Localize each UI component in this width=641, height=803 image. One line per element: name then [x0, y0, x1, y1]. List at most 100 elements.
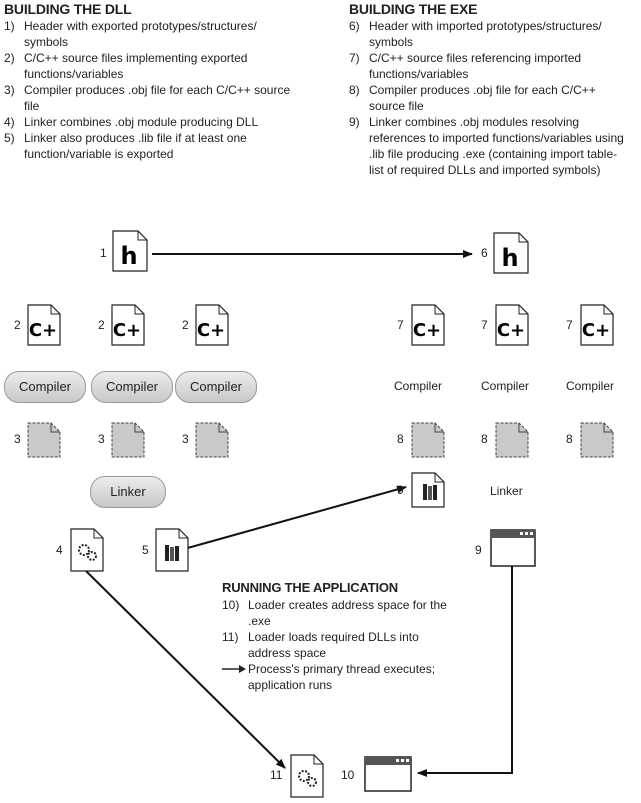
step-number: 6)	[349, 19, 360, 33]
arrow-lib-to-linker	[183, 485, 407, 550]
header-glyph: h	[120, 242, 137, 270]
lib-file-icon	[411, 472, 445, 508]
source-glyph: C+	[582, 320, 610, 341]
exe-compiler-2: Compiler	[481, 379, 530, 393]
dll-step-5: 5) Linker also produces .lib file if at l…	[4, 130, 304, 162]
exe-compiler-3: Compiler	[566, 379, 615, 393]
label-3: 3	[182, 432, 189, 446]
source-file-icon: C+	[580, 304, 614, 346]
exe-section-title: BUILDING THE EXE	[349, 1, 478, 17]
arrow-exe-to-process	[417, 566, 513, 777]
step-text: Process's primary thread executes; appli…	[248, 662, 436, 692]
obj-file-icon	[195, 422, 229, 458]
right-arrow-icon	[222, 665, 246, 673]
run-step-10: 10) Loader creates address space for the …	[222, 597, 462, 629]
step-text: Linker combines .obj module producing DL…	[24, 115, 259, 129]
label-9: 9	[475, 543, 482, 557]
obj-file-icon	[495, 422, 529, 458]
label-10: 10	[341, 768, 355, 782]
source-file-icon: C+	[495, 304, 529, 346]
source-glyph: C+	[113, 320, 141, 341]
step-text: Header with exported prototypes/structur…	[24, 19, 257, 49]
step-number: 4)	[4, 115, 15, 129]
exe-compiler-1: Compiler	[394, 379, 443, 393]
label-1: 1	[100, 246, 107, 260]
label-9: 9	[397, 483, 404, 497]
label-4: 4	[56, 543, 63, 557]
exe-step-6: 6) Header with imported prototypes/struct…	[349, 18, 629, 50]
arrow-dll-to-loaded-dll	[85, 570, 286, 769]
step-text: Loader loads required DLLs into address …	[248, 630, 419, 660]
dll-steps: 1) Header with exported prototypes/struct…	[4, 18, 304, 162]
dll-compiler-2: Compiler	[91, 371, 173, 403]
step-text: Linker also produces .lib file if at lea…	[24, 131, 247, 161]
step-text: Compiler produces .obj file for each C/C…	[369, 83, 596, 113]
dll-section-title: BUILDING THE DLL	[4, 1, 132, 17]
dll-compiler-3: Compiler	[175, 371, 257, 403]
source-glyph: C+	[197, 320, 225, 341]
label-7: 7	[566, 318, 573, 332]
label-2: 2	[182, 318, 189, 332]
source-file-icon: C+	[111, 304, 145, 346]
label-8: 8	[566, 432, 573, 446]
step-number: 5)	[4, 131, 15, 145]
step-number: 11)	[222, 630, 239, 644]
label-2: 2	[14, 318, 21, 332]
run-arrow-note: Process's primary thread executes; appli…	[222, 661, 462, 693]
exe-window-icon	[490, 529, 536, 567]
source-glyph: C+	[497, 320, 525, 341]
label-11: 11	[270, 768, 283, 782]
obj-file-icon	[411, 422, 445, 458]
source-file-icon: C+	[27, 304, 61, 346]
exe-step-9: 9) Linker combines .obj modules resolving…	[349, 114, 629, 178]
source-glyph: C+	[413, 320, 441, 341]
dll-linker: Linker	[90, 476, 166, 508]
step-number: 9)	[349, 115, 360, 129]
step-number: 10)	[222, 598, 240, 612]
step-number: 1)	[4, 19, 15, 33]
step-text: Loader creates address space for the .ex…	[248, 598, 447, 628]
run-steps: 10) Loader creates address space for the …	[222, 597, 462, 693]
step-text: Compiler produces .obj file for each C/C…	[24, 83, 291, 113]
source-file-icon: C+	[195, 304, 229, 346]
label-6: 6	[481, 246, 488, 260]
run-step-11: 11) Loader loads required DLLs into addre…	[222, 629, 462, 661]
obj-file-icon	[580, 422, 614, 458]
exe-steps: 6) Header with imported prototypes/struct…	[349, 18, 629, 178]
header-file-icon: h	[493, 232, 529, 274]
label-2: 2	[98, 318, 105, 332]
exe-linker: Linker	[490, 484, 523, 498]
process-window-icon	[364, 756, 412, 792]
dll-step-3: 3)Compiler produces .obj file for each C…	[4, 82, 304, 114]
step-text: C/C++ source files referencing imported …	[369, 51, 582, 81]
source-glyph: C+	[29, 320, 57, 341]
step-text: C/C++ source files implementing exported…	[24, 51, 248, 81]
header-glyph: h	[501, 244, 518, 272]
exe-step-7: 7) C/C++ source files referencing importe…	[349, 50, 629, 82]
label-8: 8	[481, 432, 488, 446]
label-3: 3	[14, 432, 21, 446]
header-file-icon: h	[112, 230, 148, 272]
label-7: 7	[397, 318, 404, 332]
dll-file-icon	[70, 528, 104, 572]
loaded-dll-icon	[290, 754, 324, 798]
source-file-icon: C+	[411, 304, 445, 346]
step-number: 2)	[4, 51, 15, 65]
label-5: 5	[142, 543, 149, 557]
obj-file-icon	[27, 422, 61, 458]
dll-step-1: 1) Header with exported prototypes/struct…	[4, 18, 304, 50]
step-text: Header with imported prototypes/structur…	[369, 19, 602, 49]
lib-file-icon	[155, 528, 189, 572]
label-3: 3	[98, 432, 105, 446]
step-text: Linker combines .obj modules resolving r…	[369, 115, 624, 177]
step-number: 8)	[349, 83, 360, 97]
label-8: 8	[397, 432, 404, 446]
step-number: 7)	[349, 51, 360, 65]
dll-step-4: 4) Linker combines .obj module producing …	[4, 114, 304, 130]
dll-step-2: 2) C/C++ source files implementing export…	[4, 50, 304, 82]
exe-step-8: 8) Compiler produces .obj file for each C…	[349, 82, 629, 114]
label-7: 7	[481, 318, 488, 332]
dll-compiler-1: Compiler	[4, 371, 86, 403]
obj-file-icon	[111, 422, 145, 458]
